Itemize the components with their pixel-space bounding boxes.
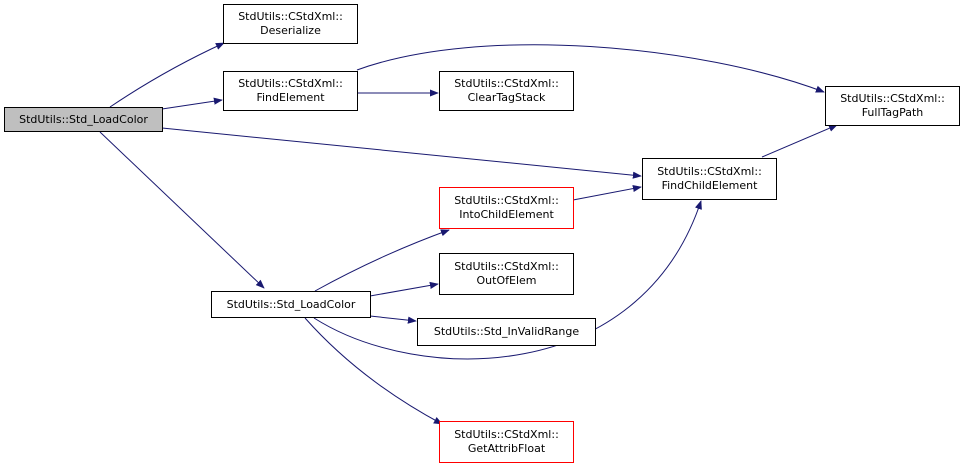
node-label-line2: IntoChildElement [459, 208, 554, 221]
node-label-line2: FullTagPath [861, 106, 924, 119]
edge-root-to-deserialize [109, 42, 225, 108]
node-find-child-element[interactable]: StdUtils::CStdXml:: FindChildElement [642, 158, 777, 200]
edge-root-to-std-load-color-2 [99, 131, 265, 289]
node-label-line2: OutOfElem [476, 274, 537, 287]
node-label-line1: StdUtils::CStdXml:: [238, 10, 343, 23]
node-label-line1: StdUtils::CStdXml:: [454, 260, 559, 273]
node-deserialize[interactable]: StdUtils::CStdXml:: Deserialize [223, 4, 358, 44]
node-label-line2: GetAttribFloat [467, 442, 546, 455]
edge-std-load-color-2-to-find-child-element [313, 200, 702, 360]
node-label: StdUtils::Std_InValidRange [433, 325, 580, 338]
node-clear-tag-stack[interactable]: StdUtils::CStdXml:: ClearTagStack [439, 71, 574, 111]
node-label-line2: FindElement [256, 91, 325, 104]
edge-into-child-element-to-find-child-element [572, 184, 642, 201]
node-out-of-elem[interactable]: StdUtils::CStdXml:: OutOfElem [439, 253, 574, 295]
node-label-line1: StdUtils::CStdXml:: [840, 92, 945, 105]
node-root-std-load-color[interactable]: StdUtils::Std_LoadColor [4, 107, 163, 132]
edge-std-load-color-2-to-out-of-elem [369, 281, 439, 297]
edge-find-child-element-to-full-tag-path [761, 124, 838, 158]
node-get-attrib-float[interactable]: StdUtils::CStdXml:: GetAttribFloat [439, 421, 574, 463]
node-into-child-element[interactable]: StdUtils::CStdXml:: IntoChildElement [439, 187, 574, 229]
edge-std-load-color-2-to-std-invalid-range [369, 315, 417, 324]
node-label-line1: StdUtils::CStdXml:: [454, 428, 559, 441]
node-label-line1: StdUtils::CStdXml:: [454, 77, 559, 90]
node-label-line1: StdUtils::CStdXml:: [657, 165, 762, 178]
node-label: StdUtils::Std_LoadColor [226, 297, 356, 311]
edge-std-load-color-2-to-into-child-element [314, 229, 450, 292]
edge-root-to-find-child-element [161, 127, 642, 179]
node-std-load-color-2[interactable]: StdUtils::Std_LoadColor [211, 291, 371, 318]
node-label-line2: ClearTagStack [467, 91, 546, 104]
node-std-invalid-range[interactable]: StdUtils::Std_InValidRange [417, 318, 596, 346]
node-label-line2: Deserialize [260, 24, 321, 37]
node-label-line1: StdUtils::CStdXml:: [238, 77, 343, 90]
node-label-line2: FindChildElement [661, 179, 758, 192]
node-find-element[interactable]: StdUtils::CStdXml:: FindElement [223, 71, 358, 111]
node-full-tag-path[interactable]: StdUtils::CStdXml:: FullTagPath [825, 86, 960, 126]
node-label: StdUtils::Std_LoadColor [19, 112, 148, 126]
edge-find-element-to-full-tag-path [356, 44, 825, 93]
node-label-line1: StdUtils::CStdXml:: [454, 194, 559, 207]
edge-std-load-color-2-to-get-attrib-float [304, 317, 443, 425]
edge-root-to-find-element [161, 97, 223, 110]
